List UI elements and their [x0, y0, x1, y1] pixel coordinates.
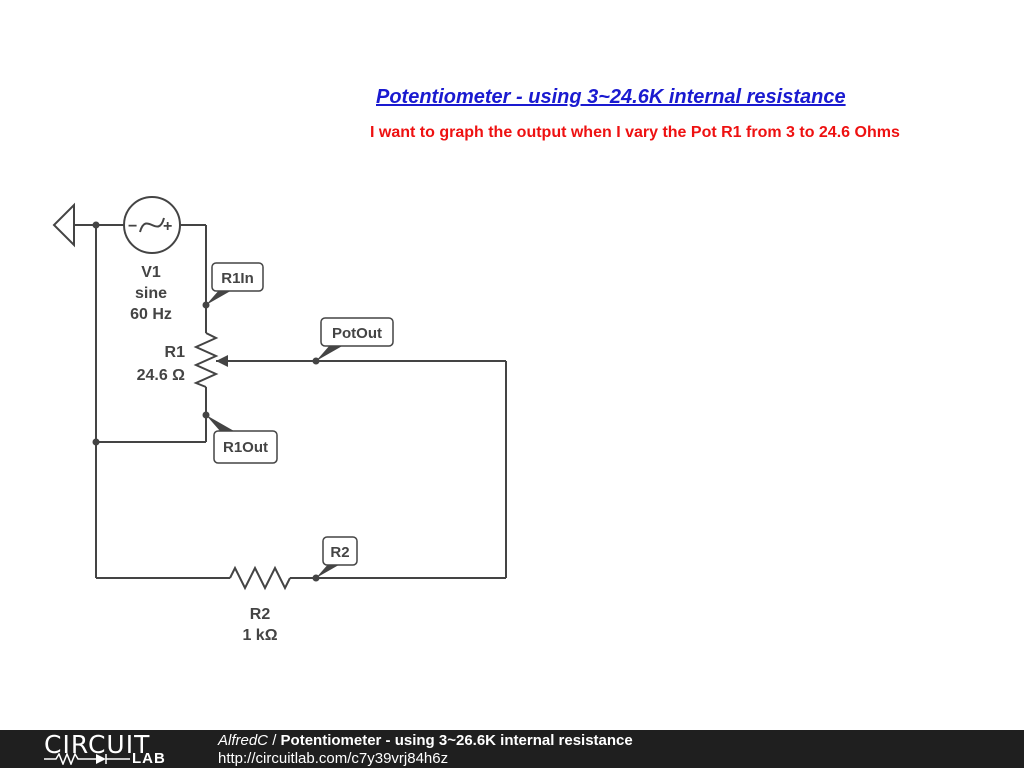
logo-circuit-text: CIRCUIT	[44, 730, 151, 759]
footer-circuit-title[interactable]: Potentiometer - using 3~26.6K internal r…	[280, 732, 633, 749]
ground-symbol	[52, 202, 75, 248]
schematic-canvas: − + V1 sine 60 Hz R1 24.6 Ω R2 1 kΩ R1In…	[52, 196, 507, 644]
r2-value-label: 1 kΩ	[242, 627, 277, 644]
logo-resistor-diode-icon	[44, 753, 130, 765]
v1-freq-label: 60 Hz	[130, 306, 172, 323]
circuit-note: I want to graph the output when I vary t…	[370, 124, 900, 141]
v1-name-label: V1	[141, 264, 161, 281]
voltage-source-v1[interactable]: − +	[123, 196, 181, 254]
v1-type-label: sine	[135, 285, 167, 302]
circuit-title[interactable]: Potentiometer - using 3~24.6K internal r…	[376, 86, 846, 108]
footer-bar: CIRCUIT LAB AlfredC / Potentiometer - us…	[0, 730, 1024, 768]
footer-url[interactable]: http://circuitlab.com/c7y39vrj84h6z	[218, 750, 449, 767]
source-minus-sign: −	[128, 218, 137, 235]
footer-separator: /	[268, 732, 281, 749]
r1-value-label: 24.6 Ω	[137, 367, 186, 384]
footer-circuit-info: AlfredC / Potentiometer - using 3~26.6K …	[218, 732, 633, 749]
net-label-r1out[interactable]: R1Out	[206, 415, 278, 464]
wires	[74, 224, 507, 579]
footer-author[interactable]: AlfredC	[218, 732, 269, 749]
potentiometer-r1[interactable]	[193, 332, 228, 388]
net-label-r1out-text: R1Out	[223, 439, 268, 456]
net-label-r1in-text: R1In	[221, 270, 254, 287]
r2-name-label: R2	[250, 606, 271, 623]
net-label-r2-text: R2	[330, 544, 349, 561]
net-label-potout[interactable]: PotOut	[316, 317, 394, 361]
net-label-r2[interactable]: R2	[316, 536, 358, 578]
resistor-r2[interactable]	[229, 565, 291, 591]
net-label-r1in[interactable]: R1In	[206, 262, 264, 305]
r1-name-label: R1	[165, 344, 186, 361]
source-plus-sign: +	[163, 218, 172, 235]
logo-lab-text: LAB	[132, 750, 166, 767]
net-label-potout-text: PotOut	[332, 325, 382, 342]
